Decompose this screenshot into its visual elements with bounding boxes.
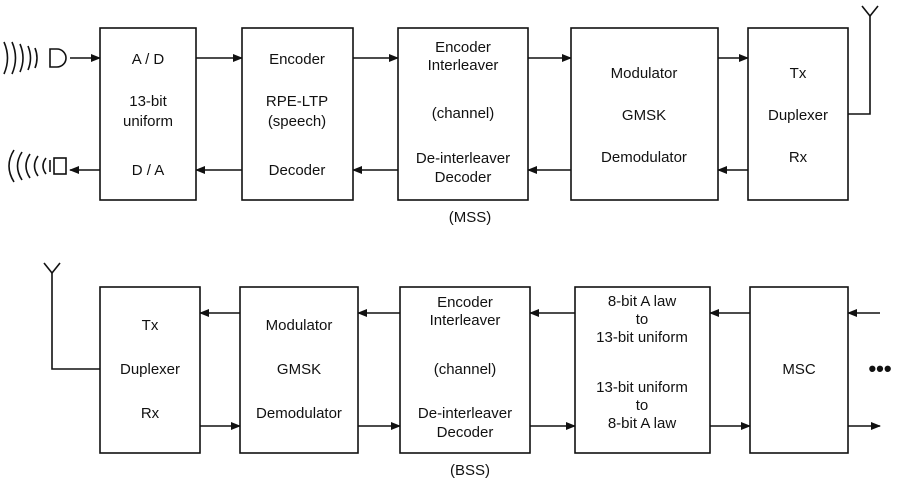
continuation-dots: •••: [868, 356, 891, 381]
ad-converter-block: A / D 13-bit uniform D / A: [99, 27, 197, 201]
to-label-2: to: [636, 397, 649, 414]
bss-channel-codec-block: Encoder Interleaver (channel) De-interle…: [399, 286, 531, 454]
uniform-out-label: 13-bit uniform: [596, 329, 688, 346]
speech-decoder-label: Decoder: [269, 162, 326, 179]
tx-label: Tx: [790, 65, 807, 82]
speech-label: (speech): [268, 113, 326, 130]
interleaver-label: Interleaver: [428, 57, 499, 74]
rpe-ltp-label: RPE-LTP: [266, 93, 328, 110]
to-label-1: to: [636, 311, 649, 328]
rx-label: Rx: [789, 149, 808, 166]
ad-uniform-label: uniform: [123, 113, 173, 130]
bss-rx-label: Rx: [141, 405, 160, 422]
bss-duplexer-block: Tx Duplexer Rx: [99, 286, 201, 454]
bss-gmsk-label: GMSK: [277, 361, 321, 378]
mss-chain: A / D 13-bit uniform D / A Encoder RPE-L…: [3, 5, 879, 226]
alaw-out-label: 8-bit A law: [608, 415, 677, 432]
channel-decoder-label: Decoder: [435, 169, 492, 186]
msc-block: MSC: [749, 286, 849, 454]
mss-caption: (MSS): [449, 209, 492, 226]
modulator-label: Modulator: [611, 65, 678, 82]
bss-channel-label: (channel): [434, 361, 497, 378]
bss-chain: Tx Duplexer Rx Modulator GMSK Demodulato…: [43, 262, 892, 479]
bss-tx-label: Tx: [142, 317, 159, 334]
channel-label: (channel): [432, 105, 495, 122]
bss-modem-block: Modulator GMSK Demodulator: [239, 286, 359, 454]
antenna-icon: [861, 5, 879, 17]
demodulator-label: Demodulator: [601, 149, 687, 166]
channel-codec-block: Encoder Interleaver (channel) De-interle…: [397, 27, 529, 201]
bss-channel-decoder-label: Decoder: [437, 424, 494, 441]
antenna-icon: [43, 262, 61, 274]
uniform-in-label: 13-bit uniform: [596, 379, 688, 396]
bss-deinterleaver-label: De-interleaver: [418, 405, 512, 422]
bss-duplexer-label: Duplexer: [120, 361, 180, 378]
microphone-icon: [3, 41, 67, 75]
transcoder-block: 8-bit A law to 13-bit uniform 13-bit uni…: [574, 286, 711, 454]
channel-encoder-label: Encoder: [435, 39, 491, 56]
bss-demodulator-label: Demodulator: [256, 405, 342, 422]
modem-block: Modulator GMSK Demodulator: [570, 27, 719, 201]
ad-bitdepth-label: 13-bit: [129, 93, 167, 110]
msc-label: MSC: [782, 361, 816, 378]
gmsk-label: GMSK: [622, 107, 666, 124]
speech-codec-block: Encoder RPE-LTP (speech) Decoder: [241, 27, 354, 201]
duplexer-label: Duplexer: [768, 107, 828, 124]
speaker-icon: [8, 149, 67, 183]
deinterleaver-label: De-interleaver: [416, 150, 510, 167]
bss-modulator-label: Modulator: [266, 317, 333, 334]
speech-encoder-label: Encoder: [269, 51, 325, 68]
bss-interleaver-label: Interleaver: [430, 312, 501, 329]
alaw-in-label: 8-bit A law: [608, 293, 677, 310]
ad-label: A / D: [132, 51, 165, 68]
bss-caption: (BSS): [450, 462, 490, 479]
da-label: D / A: [132, 162, 165, 179]
bss-channel-encoder-label: Encoder: [437, 294, 493, 311]
duplexer-block: Tx Duplexer Rx: [747, 27, 849, 201]
